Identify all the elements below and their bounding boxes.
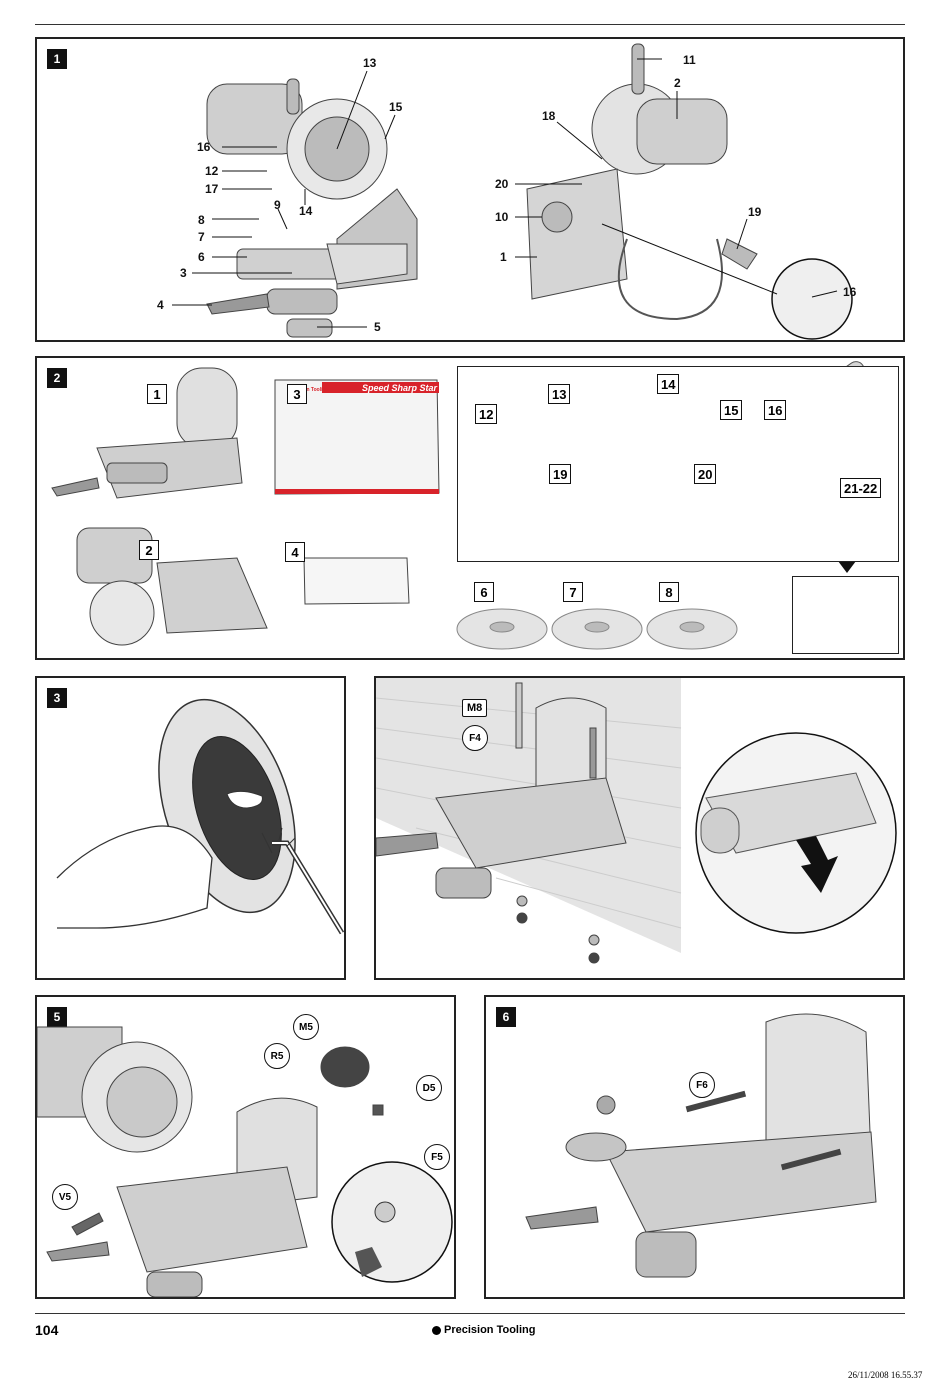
disc-label-7: 7	[563, 582, 583, 602]
panel-2: 2 Speed Sharp Star Precision Tooling	[35, 356, 905, 660]
callout-17: 17	[205, 182, 219, 196]
panel-number: 1	[47, 49, 67, 69]
part-label-19: 19	[549, 464, 572, 484]
assembly-drawing: 13 15 16 12 17 9 14 8 7 6 3 4 5	[157, 43, 857, 340]
callout-8: 8	[198, 213, 205, 227]
callout-2: 2	[674, 76, 681, 90]
tag-M8: M8	[462, 699, 488, 717]
part-label-12: 12	[475, 404, 498, 424]
callout-4: 4	[157, 298, 164, 312]
panel-5: 5 M5 R5 D5 F5 V5	[35, 995, 456, 1299]
panel-number: 2	[47, 368, 67, 388]
callout-6: 6	[198, 250, 205, 264]
panel-number: 5	[47, 1007, 67, 1027]
tag-M5: M5	[293, 1014, 319, 1040]
callout-18: 18	[542, 109, 556, 123]
bench-mounting-drawing	[376, 678, 897, 964]
panel-number: 6	[496, 1007, 516, 1027]
callout-5: 5	[374, 320, 381, 334]
tag-F6: F6	[689, 1072, 715, 1098]
part-label-20: 20	[694, 464, 717, 484]
tag-F5: F5	[424, 1144, 450, 1170]
assembled-base-drawing	[525, 1013, 877, 1278]
part-label-13: 13	[548, 384, 571, 404]
item-label-3: 3	[287, 384, 307, 404]
part-label-14: 14	[657, 374, 680, 394]
part-label-15: 15	[720, 400, 743, 420]
brand-dot-icon	[432, 1325, 441, 1335]
callout-14: 14	[299, 204, 313, 218]
item-label-1: 1	[147, 384, 167, 404]
callout-7: 7	[198, 230, 205, 244]
panel-number: 3	[47, 688, 67, 708]
footer-rule	[35, 1313, 905, 1314]
brand-logo: Precision Tooling	[432, 1324, 535, 1336]
callout-10: 10	[495, 210, 509, 224]
callout-3: 3	[180, 266, 187, 280]
callout-15: 15	[389, 100, 403, 114]
top-rule	[35, 24, 905, 25]
panel-3: 3	[35, 676, 346, 980]
tag-D5: D5	[416, 1075, 442, 1101]
print-timestamp: 26/11/2008 16.55.37	[848, 1370, 923, 1380]
tag-V5: V5	[52, 1184, 78, 1210]
tag-F4: F4	[462, 725, 488, 751]
callout-16b: 16	[843, 285, 857, 299]
callout-1: 1	[500, 250, 507, 264]
accessories-box	[457, 366, 899, 562]
motor-mounting-drawing	[37, 1026, 453, 1297]
callout-13: 13	[363, 56, 377, 70]
callout-11: 11	[683, 53, 696, 67]
page-number: 104	[35, 1322, 59, 1338]
item-label-4: 4	[285, 542, 305, 562]
manual-title: Speed Sharp Star	[362, 383, 438, 393]
callout-12: 12	[205, 164, 219, 178]
part-label-16: 16	[764, 400, 787, 420]
part-label-21-22: 21-22	[840, 478, 882, 498]
tag-R5: R5	[264, 1043, 290, 1069]
callout-20: 20	[495, 177, 509, 191]
hardware-bag-box	[792, 576, 899, 654]
panel-1: 1	[35, 37, 905, 342]
disc-label-6: 6	[474, 582, 494, 602]
callout-16: 16	[197, 140, 211, 154]
callout-19: 19	[748, 205, 762, 219]
disc-mounting-drawing	[56, 698, 344, 935]
manual-brand: Precision Tooling	[287, 387, 329, 393]
disc-label-8: 8	[659, 582, 679, 602]
brand-name: Precision Tooling	[444, 1324, 536, 1336]
item-label-2: 2	[139, 540, 159, 560]
callout-9: 9	[274, 198, 281, 212]
panel-4: 4 M8 F4	[374, 676, 905, 980]
panel-6: 6 F6	[484, 995, 905, 1299]
